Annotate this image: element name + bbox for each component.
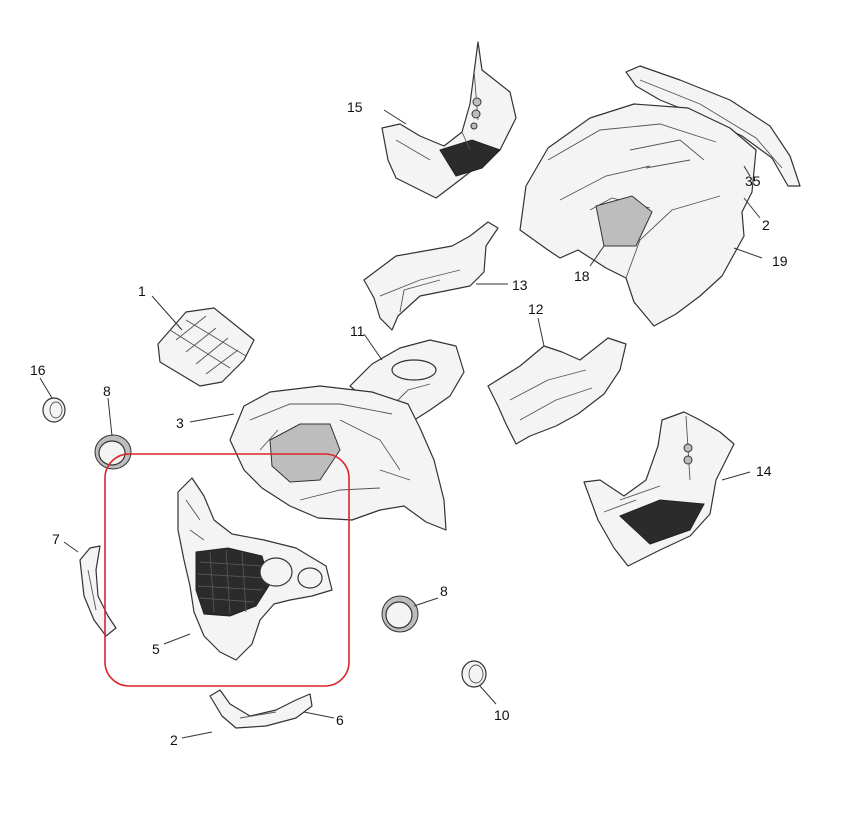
callout-35: 35 xyxy=(745,173,761,189)
part-15-left-footwell[interactable] xyxy=(381,41,517,199)
callout-14: 14 xyxy=(756,463,772,479)
part-6-trim-bracket[interactable] xyxy=(209,689,313,729)
part-14-right-footwell[interactable] xyxy=(583,411,735,567)
part-35-rear-rack-bar[interactable] xyxy=(625,65,801,187)
callout-15: 15 xyxy=(347,99,363,115)
part-13-bracket[interactable] xyxy=(363,221,499,331)
callout-16: 16 xyxy=(30,362,46,378)
callout-3: 3 xyxy=(176,415,184,431)
leader-lines xyxy=(39,109,763,739)
callout-8-lower: 8 xyxy=(440,583,448,599)
part-10-cap[interactable] xyxy=(461,660,487,688)
part-1-seat-plate[interactable] xyxy=(157,307,255,387)
callout-5: 5 xyxy=(152,641,160,657)
callout-12: 12 xyxy=(528,301,544,317)
callout-6: 6 xyxy=(336,712,344,728)
callout-2-lower: 2 xyxy=(170,732,178,748)
callout-18: 18 xyxy=(574,268,590,284)
callout-8-upper: 8 xyxy=(103,383,111,399)
part-8-headlight-left[interactable] xyxy=(94,434,132,470)
callout-7: 7 xyxy=(52,531,60,547)
callout-11: 11 xyxy=(350,323,365,339)
part-16-cap[interactable] xyxy=(42,397,66,423)
part-5-front-fender[interactable] xyxy=(177,477,333,661)
callout-19: 19 xyxy=(772,253,788,269)
part-19-rear-fender[interactable] xyxy=(519,103,757,327)
callout-10: 10 xyxy=(494,707,510,723)
highlight-frame-part-5 xyxy=(104,453,350,687)
part-8-headlight-right[interactable] xyxy=(381,595,419,633)
callout-1: 1 xyxy=(138,283,146,299)
part-12-side-bracket[interactable] xyxy=(487,337,627,445)
part-7-side-strip[interactable] xyxy=(79,545,117,637)
callout-2-upper: 2 xyxy=(762,217,770,233)
callout-13: 13 xyxy=(512,277,528,293)
